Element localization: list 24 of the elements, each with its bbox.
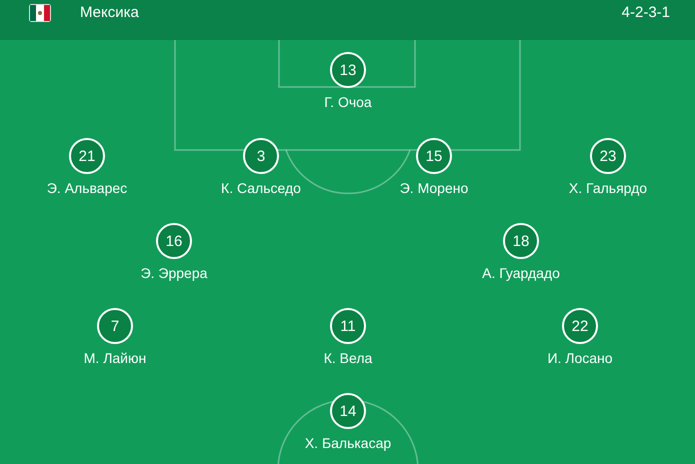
player-name: Э. Альварес	[46, 180, 128, 196]
player-name: М. Лайюн	[84, 350, 146, 366]
player-number-circle: 22	[562, 308, 598, 344]
player-number-circle: 3	[243, 138, 279, 174]
player-number-circle: 23	[590, 138, 626, 174]
player-number-circle: 11	[330, 308, 366, 344]
player-name: Х. Балькасар	[304, 435, 392, 451]
player-number-circle: 15	[416, 138, 452, 174]
player-name: Э. Эррера	[140, 265, 208, 281]
player-name: К. Сальседо	[221, 180, 301, 196]
player-name: Х. Гальярдо	[568, 180, 648, 196]
player-name: К. Вела	[324, 350, 372, 366]
player-number-circle: 14	[330, 393, 366, 429]
player-number-circle: 18	[503, 223, 539, 259]
player-name: Э. Морено	[400, 180, 468, 196]
player-number-circle: 16	[156, 223, 192, 259]
player-number-circle: 21	[69, 138, 105, 174]
player-number-circle: 7	[97, 308, 133, 344]
team-name: Мексика	[80, 4, 139, 22]
player-name: И. Лосано	[547, 350, 613, 366]
player-number-circle: 13	[330, 52, 366, 88]
player-name: Г. Очоа	[324, 94, 372, 110]
formation-label: 4-2-3-1	[622, 4, 670, 22]
player-name: А. Гуардадо	[482, 265, 560, 281]
